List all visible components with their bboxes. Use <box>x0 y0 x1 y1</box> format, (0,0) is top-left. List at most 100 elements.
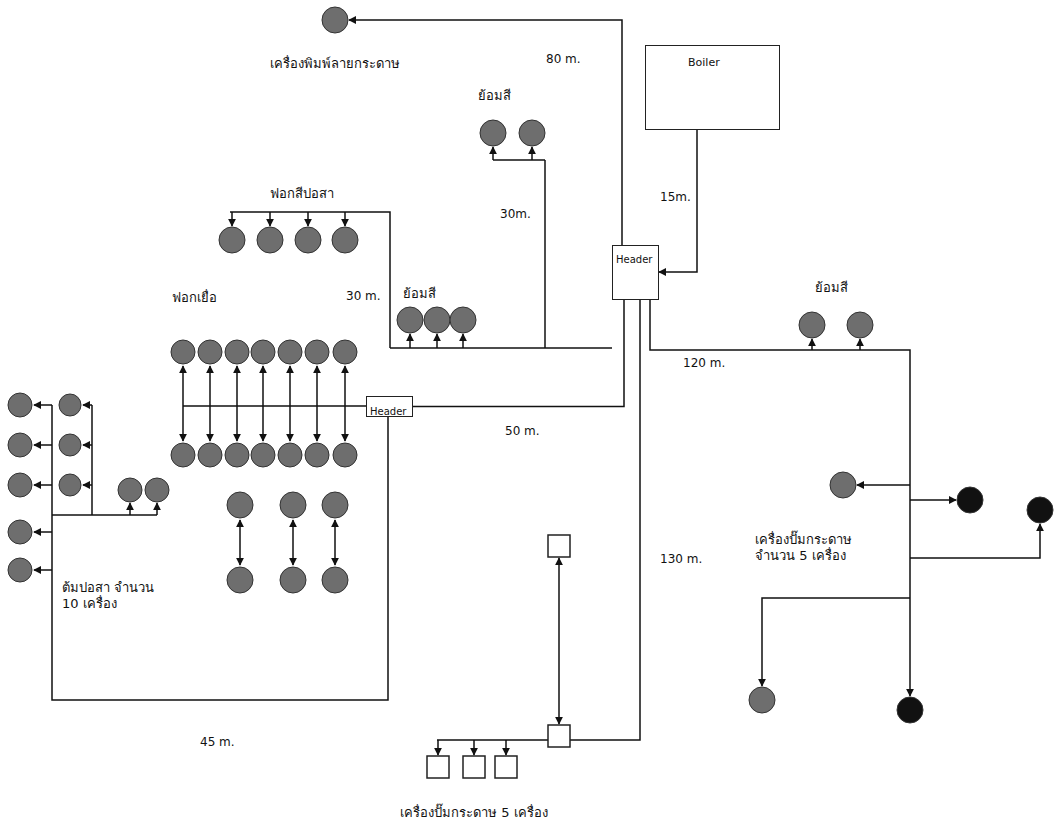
steam-pipe <box>91 405 93 515</box>
equipment-circle <box>519 120 545 146</box>
equipment-circle <box>227 567 253 593</box>
steam-pipe <box>413 300 624 407</box>
steam-pipe <box>34 444 52 446</box>
equipment-circle <box>257 227 283 253</box>
equipment-circle <box>847 312 873 338</box>
steam-pipe <box>659 130 697 272</box>
equipment-circle <box>8 473 32 497</box>
steam-pipe <box>316 366 318 441</box>
steam-pipe <box>492 147 494 160</box>
steam-pipe <box>307 212 309 226</box>
steam-pipe <box>52 405 388 700</box>
equipment-circle <box>198 340 222 364</box>
equipment-circle <box>424 307 450 333</box>
steam-pipe <box>209 366 211 441</box>
header-label: Header <box>616 254 652 266</box>
press-machine <box>495 756 517 778</box>
steam-pipe <box>437 740 439 755</box>
equipment-circle <box>145 478 169 502</box>
group-label: ฟอกเยื่อ <box>172 290 217 306</box>
equipment-circle <box>8 520 32 544</box>
steam-pipe <box>493 159 545 161</box>
header-box: Header <box>366 396 413 417</box>
equipment-circle <box>59 394 81 416</box>
steam-pipe <box>34 569 52 571</box>
steam-pipe <box>34 404 52 406</box>
steam-pipe <box>34 531 52 533</box>
equipment-circle <box>322 492 348 518</box>
printing-machine: เครื่องพิมพ์ลายกระดาษ <box>245 6 425 72</box>
steam-pipe <box>910 524 1040 558</box>
boiler-label: Boiler <box>688 56 720 69</box>
steam-pipe <box>811 339 813 350</box>
dimension-label: 50 m. <box>505 424 540 439</box>
equipment-circle <box>397 307 423 333</box>
steam-pipe <box>230 212 390 348</box>
group-label: ฟอกสีปอสา <box>270 186 334 202</box>
equipment-circle <box>305 340 329 364</box>
equipment-circle <box>198 443 222 467</box>
equipment-circle <box>321 6 349 34</box>
equipment-circle <box>251 443 275 467</box>
equipment-circle <box>295 227 321 253</box>
steam-pipe <box>289 366 291 441</box>
equipment-circle <box>280 492 306 518</box>
equipment-circle <box>305 443 329 467</box>
equipment-circle <box>322 7 348 33</box>
group-label: เครื่องปั๊มกระดาษ จำนวน 5 เครื่อง <box>755 532 895 565</box>
steam-pipe <box>462 334 464 348</box>
equipment-circle <box>897 697 923 723</box>
equipment-circle <box>171 340 195 364</box>
press-machine <box>427 756 449 778</box>
equipment-circle <box>1027 497 1053 523</box>
steam-pipe <box>129 503 131 515</box>
equipment-circle <box>171 443 195 467</box>
steam-pipe <box>292 520 294 565</box>
steam-pipe <box>558 558 560 724</box>
boiler-box: Boiler <box>645 45 780 130</box>
steam-pipe <box>505 740 507 755</box>
equipment-circle <box>227 492 253 518</box>
steam-pipe <box>473 740 475 755</box>
steam-pipe <box>857 484 910 486</box>
steam-pipe <box>52 514 157 516</box>
equipment-circle <box>219 227 245 253</box>
group-label: ต้มปอสา จำนวน 10 เครื่อง <box>62 580 174 613</box>
dimension-label: 30 m. <box>346 289 381 304</box>
steam-pipe <box>859 339 861 350</box>
equipment-circle <box>278 340 302 364</box>
equipment-circle <box>59 474 81 496</box>
dimension-label: 30m. <box>500 207 531 222</box>
steam-pipe <box>349 20 622 245</box>
steam-pipe <box>650 300 910 696</box>
equipment-circle <box>332 227 358 253</box>
steam-pipe <box>334 520 336 565</box>
steam-pipe <box>910 499 956 501</box>
equipment-circle <box>957 487 983 513</box>
steam-pipe <box>262 366 264 441</box>
steam-pipe <box>390 347 612 349</box>
equipment-circle <box>333 340 357 364</box>
dimension-label: 80 m. <box>546 52 581 67</box>
steam-pipe <box>239 520 241 565</box>
equipment-circle <box>278 443 302 467</box>
press-machine <box>548 725 570 747</box>
equipment-circle <box>280 567 306 593</box>
steam-pipe <box>83 444 92 446</box>
steam-pipe <box>156 503 158 515</box>
equipment-circle <box>8 393 32 417</box>
dimension-label: 130 m. <box>660 552 702 567</box>
dimension-label: 15m. <box>660 190 691 205</box>
steam-pipe <box>83 484 92 486</box>
equipment-circle <box>118 478 142 502</box>
steam-pipe <box>762 598 910 686</box>
equipment-circle <box>8 558 32 582</box>
steam-pipe <box>436 334 438 348</box>
dimension-label: 45 m. <box>200 735 235 750</box>
equipment-circle <box>450 307 476 333</box>
equipment-circle <box>8 433 32 457</box>
equipment-circle <box>480 120 506 146</box>
equipment-circle <box>225 340 249 364</box>
